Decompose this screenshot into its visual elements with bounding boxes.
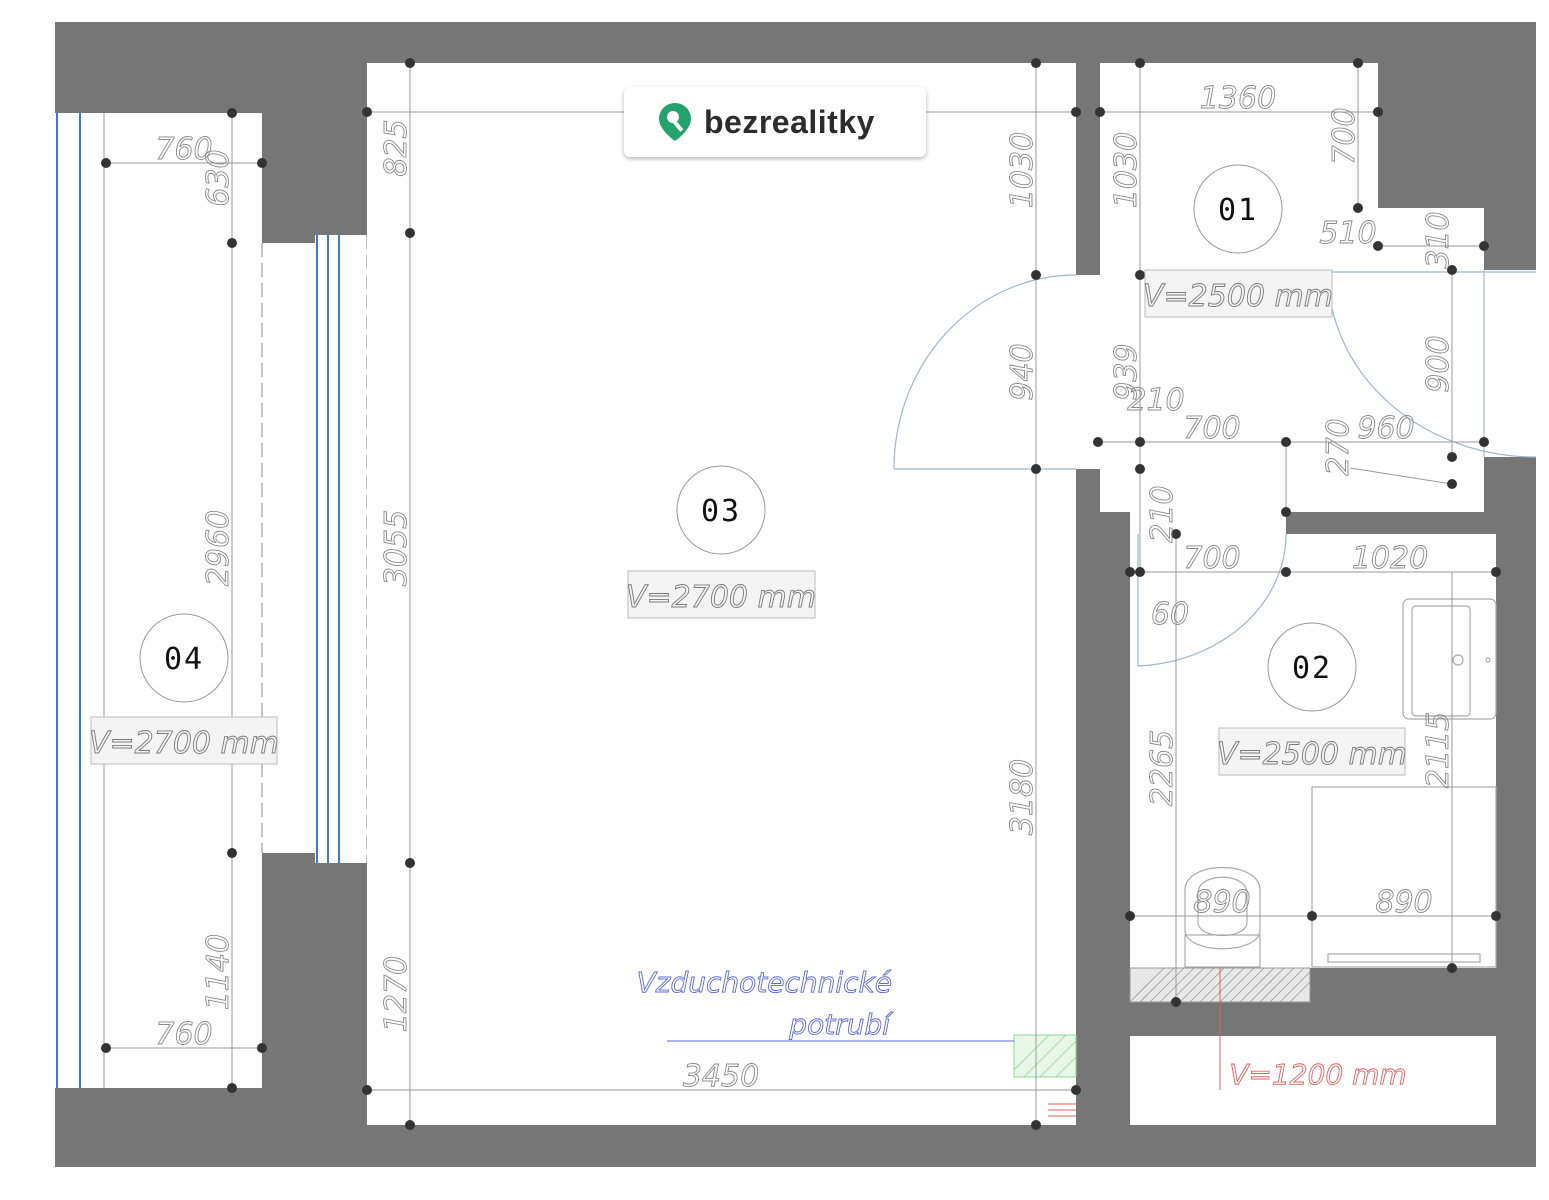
sink-icon	[1402, 598, 1497, 720]
room-02-number: 02	[1292, 651, 1332, 686]
dim-60: 60	[1151, 597, 1189, 632]
room-01-marker	[1193, 164, 1283, 254]
dim-310: 310	[1421, 211, 1456, 268]
dim-210-top: 210	[1127, 383, 1184, 418]
dim-2115: 2115	[1421, 712, 1456, 788]
dim-3055: 3055	[379, 510, 414, 586]
toilet-icon	[1184, 866, 1261, 968]
dim-900: 900	[1421, 335, 1456, 392]
door-arcs	[893, 270, 1537, 667]
vent-note-line1: Vzduchotechnické	[637, 966, 892, 999]
dimension-dots	[101, 58, 1501, 1130]
room-04-number: 04	[164, 642, 204, 677]
dim-1360: 1360	[1200, 81, 1276, 116]
room-03-number: 03	[701, 494, 741, 529]
dim-1270: 1270	[379, 956, 414, 1032]
low-height-note: V=1200 mm	[1229, 1058, 1406, 1091]
brand-name: bezrealitky	[704, 103, 875, 140]
dim-760-top: 760	[155, 132, 212, 167]
dim-940: 940	[1005, 343, 1040, 400]
room-04-marker	[139, 613, 229, 703]
window-middle	[315, 235, 367, 863]
doorway-03-01	[1076, 275, 1100, 469]
room-03-height: V=2700 mm	[626, 580, 816, 615]
room-04-floor	[55, 113, 262, 1088]
window-middle-glass	[316, 235, 340, 863]
dim-890-left: 890	[1193, 885, 1250, 920]
dim-890-right: 890	[1375, 885, 1432, 920]
dim-510: 510	[1319, 216, 1376, 251]
room-02-height: V=2500 mm	[1217, 737, 1407, 772]
dim-960: 960	[1357, 411, 1414, 446]
dim-939: 939	[1109, 343, 1144, 400]
dim-825: 825	[379, 119, 414, 176]
room-01-number: 01	[1218, 193, 1258, 228]
vent-box	[1013, 1034, 1077, 1078]
room-03-marker	[676, 465, 766, 555]
room-01-height: V=2500 mm	[1143, 279, 1333, 314]
dim-700-low: 700	[1183, 541, 1240, 576]
window-left	[56, 113, 81, 1088]
doorway-01-02	[1130, 490, 1286, 534]
vent-note-line2: potrubí	[788, 1008, 894, 1041]
dim-760-bottom: 760	[155, 1017, 212, 1052]
dimension-lines	[106, 63, 1496, 1125]
dim-630: 630	[201, 149, 236, 206]
dim-270: 270	[1321, 418, 1356, 475]
dim-1030-left: 1030	[1005, 132, 1040, 208]
brand-logo: bezrealitky	[624, 87, 926, 157]
dim-1030-right: 1030	[1109, 132, 1144, 208]
shower-tub-icon	[1311, 786, 1497, 968]
dim-700-top: 700	[1327, 107, 1362, 164]
dim-2265: 2265	[1145, 730, 1180, 806]
dim-1020: 1020	[1352, 541, 1428, 576]
dim-3450: 3450	[683, 1059, 759, 1094]
dim-1140: 1140	[201, 934, 236, 1010]
room-04-height: V=2700 mm	[89, 726, 279, 761]
location-pin-icon	[659, 103, 691, 141]
room-02-marker	[1267, 622, 1357, 712]
storage-niche	[1130, 1036, 1496, 1125]
dim-2960: 2960	[201, 510, 236, 586]
dim-700-mid: 700	[1183, 411, 1240, 446]
dim-210-side: 210	[1145, 485, 1180, 542]
dim-3180: 3180	[1005, 759, 1040, 835]
